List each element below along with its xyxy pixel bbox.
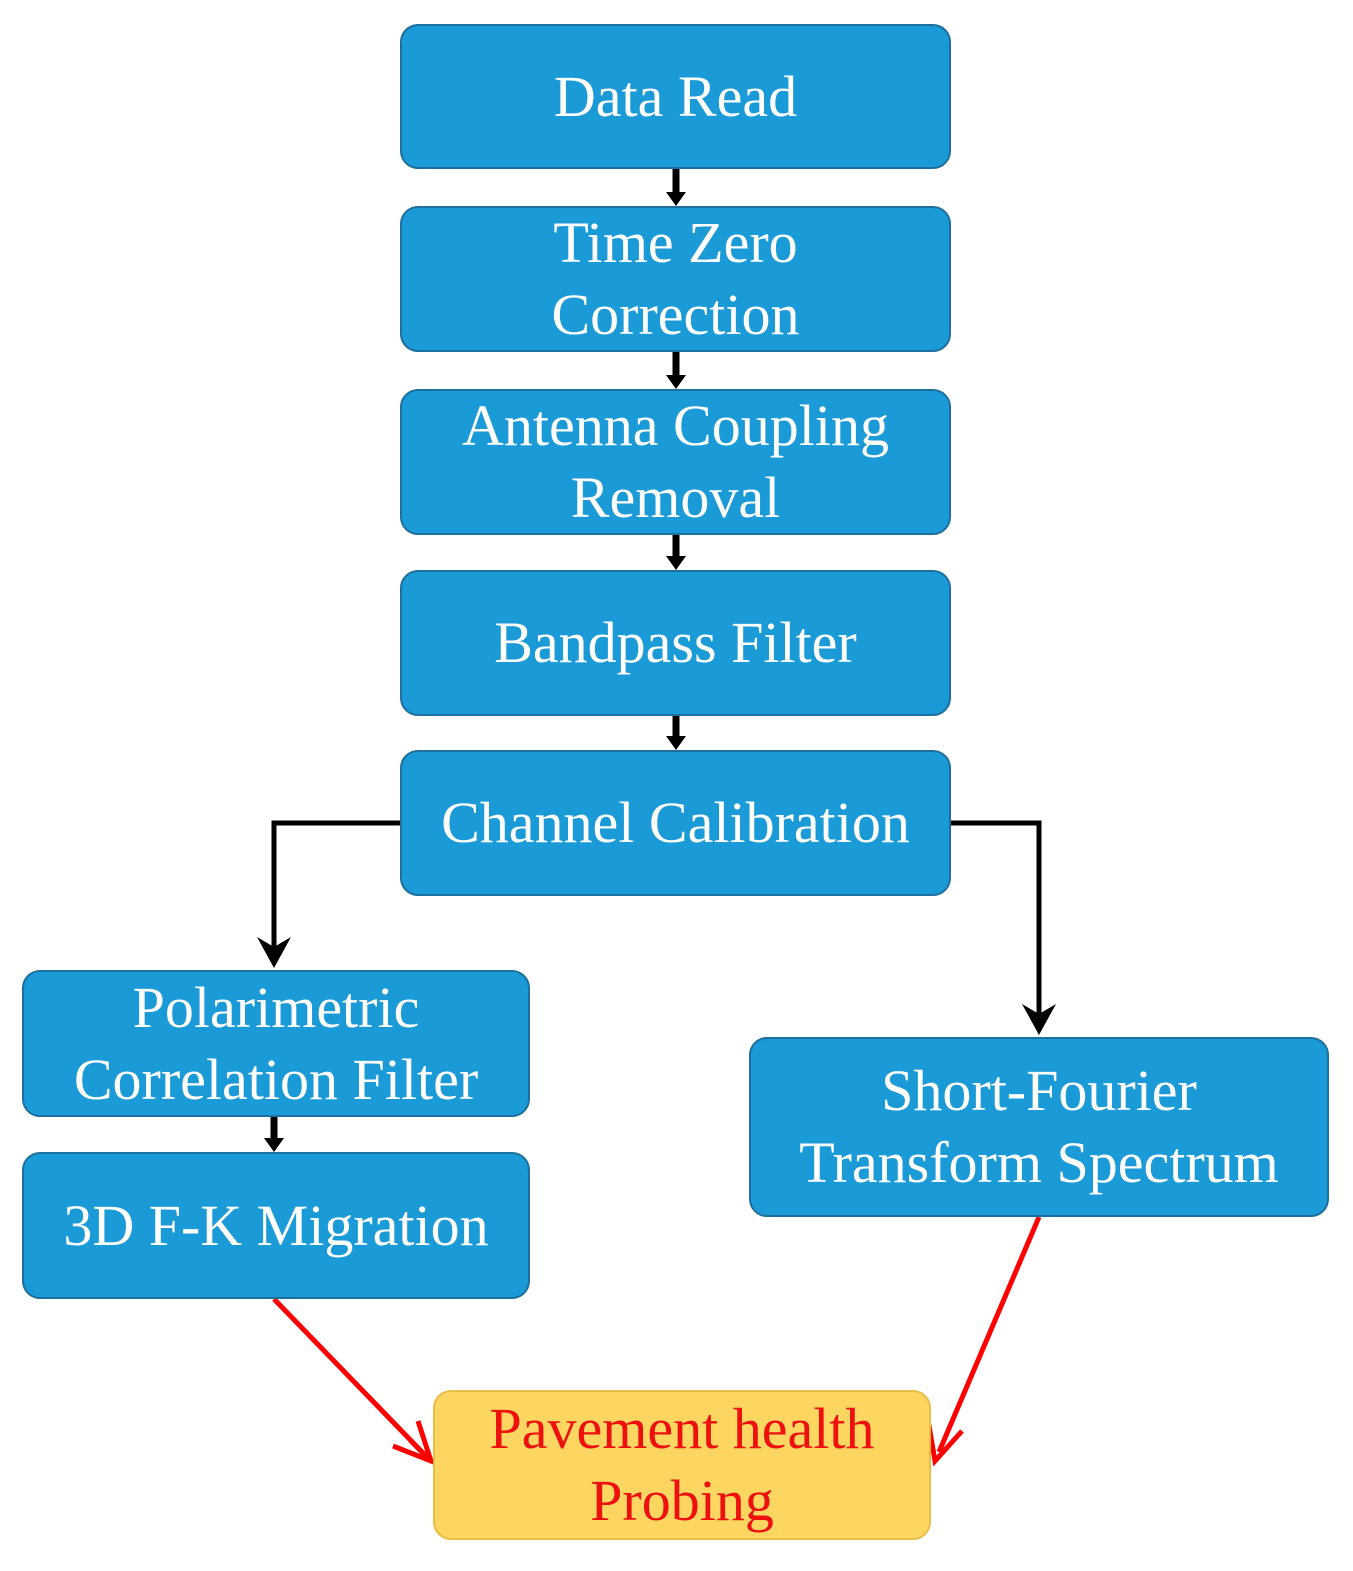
arrow-read-to-timezero-head (666, 192, 686, 206)
node-data-read-label: Data Read (553, 63, 798, 129)
arrow-timezero-to-antenna-head (666, 375, 686, 389)
node-antenna-coupling-removal-label: Antenna Coupling Removal (462, 393, 889, 530)
node-antenna-coupling-removal: Antenna Coupling Removal (400, 389, 951, 535)
arrow-channel-to-polarimetric-head (257, 937, 291, 968)
arrow-polarimetric-to-migration-head (264, 1138, 284, 1152)
arrow-migration-to-pavement-head (392, 1420, 436, 1466)
node-data-read: Data Read (400, 24, 951, 169)
node-time-zero-correction-label: Time Zero Correction (551, 210, 800, 347)
node-pavement-health-probing-label: Pavement health Probing (489, 1396, 875, 1533)
arrow-antenna-to-bandpass-head (666, 556, 686, 570)
arrow-channel-to-polarimetric (271, 820, 400, 950)
arrow-channel-to-stft-head (1022, 1004, 1056, 1035)
arrow-stft-to-pavement (936, 1216, 1042, 1453)
node-polarimetric-correlation-filter-label: Polarimetric Correlation Filter (73, 974, 479, 1112)
node-3d-fk-migration-label: 3D F-K Migration (63, 1192, 489, 1258)
node-bandpass-filter: Bandpass Filter (400, 570, 951, 716)
node-short-fourier-transform-spectrum-label: Short-Fourier Transform Spectrum (799, 1058, 1279, 1195)
node-pavement-health-probing: Pavement health Probing (433, 1390, 931, 1540)
arrow-channel-to-stft (951, 820, 1042, 1017)
node-channel-calibration-label: Channel Calibration (441, 790, 910, 855)
node-3d-fk-migration: 3D F-K Migration (22, 1152, 530, 1299)
node-polarimetric-correlation-filter: Polarimetric Correlation Filter (22, 970, 530, 1117)
node-channel-calibration: Channel Calibration (400, 750, 951, 896)
arrow-migration-to-pavement (272, 1297, 424, 1454)
node-bandpass-filter-label: Bandpass Filter (494, 610, 857, 675)
node-short-fourier-transform-spectrum: Short-Fourier Transform Spectrum (749, 1037, 1329, 1217)
node-time-zero-correction: Time Zero Correction (400, 206, 951, 352)
arrow-bandpass-to-channel-head (666, 736, 686, 750)
